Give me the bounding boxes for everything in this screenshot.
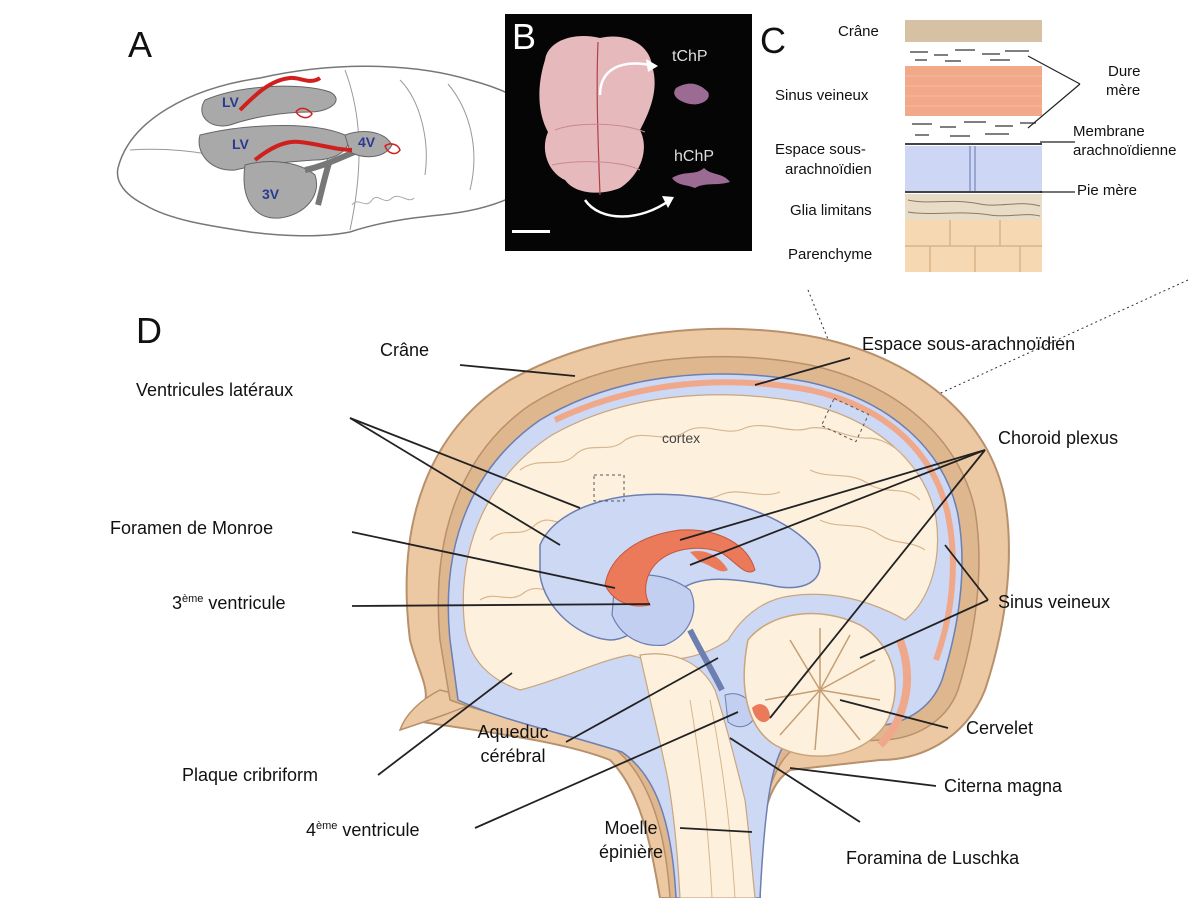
label-c-parenchyme: Parenchyme — [788, 245, 872, 264]
label-d-fourth-text: ventricule — [337, 820, 419, 840]
label-d-aqueduc-line1: Aqueduc — [460, 722, 566, 743]
label-d-moelle-line2: épinière — [586, 842, 676, 863]
panel-letter-a: A — [128, 24, 152, 66]
label-d-foramen-monroe: Foramen de Monroe — [110, 518, 273, 539]
layer-sinus — [905, 66, 1042, 116]
panel-letter-c: C — [760, 20, 786, 62]
label-c-glia: Glia limitans — [790, 201, 872, 220]
label-c-pie: Pie mère — [1077, 181, 1137, 200]
label-c-espace-line1: Espace sous- — [775, 140, 866, 159]
scale-bar — [512, 230, 550, 233]
panel-letter-b: B — [512, 16, 536, 58]
label-d-aqueduc-line2: cérébral — [460, 746, 566, 767]
panel-b-photo — [505, 14, 752, 251]
label-c-crane: Crâne — [838, 22, 879, 41]
layer-crane — [905, 20, 1042, 42]
layer-subarachnoid — [905, 146, 1042, 192]
label-d-choroid: Choroid plexus — [998, 428, 1118, 449]
label-c-dure-line2: mère — [1106, 81, 1140, 100]
label-d-sinus: Sinus veineux — [998, 592, 1110, 613]
label-d-cervelet: Cervelet — [966, 718, 1033, 739]
label-d-crane: Crâne — [380, 340, 429, 361]
label-c-membrane-line1: Membrane — [1073, 122, 1145, 141]
layer-glia — [905, 194, 1042, 220]
label-c-espace-line2: arachnoïdien — [785, 160, 872, 179]
label-d-ventricules: Ventricules latéraux — [136, 380, 293, 401]
panel-d-brain-section — [400, 329, 1009, 898]
label-d-fourth-sup: ème — [316, 820, 337, 832]
label-d-moelle-line1: Moelle — [586, 818, 676, 839]
label-d-cortex: cortex — [662, 430, 700, 446]
layer-dura-lower — [905, 116, 1042, 142]
label-d-fourth-num: 4 — [306, 820, 316, 840]
label-a-lv-lower: LV — [232, 136, 249, 152]
label-b-hchp: hChP — [674, 148, 714, 166]
label-d-third-ventricle: 3ème ventricule — [172, 593, 285, 614]
label-d-luschka: Foramina de Luschka — [846, 848, 1019, 869]
panel-a-brain-sketch — [117, 66, 547, 236]
label-d-third-num: 3 — [172, 593, 182, 613]
label-d-fourth-ventricle: 4ème ventricule — [306, 820, 419, 841]
label-d-third-text: ventricule — [203, 593, 285, 613]
panel-letter-d: D — [136, 310, 162, 352]
label-d-plaque: Plaque cribriform — [182, 765, 318, 786]
label-d-espace: Espace sous-arachnoïdien — [862, 334, 1075, 355]
label-c-membrane-line2: arachnoïdienne — [1073, 141, 1176, 160]
label-a-3v: 3V — [262, 186, 279, 202]
label-d-citerna: Citerna magna — [944, 776, 1062, 797]
panel-c-meninges-layers — [905, 20, 1080, 272]
label-a-lv-upper: LV — [222, 94, 239, 110]
label-a-4v: 4V — [358, 134, 375, 150]
label-d-third-sup: ème — [182, 593, 203, 605]
layer-dura-upper — [905, 44, 1042, 64]
label-b-tchp: tChP — [672, 48, 708, 66]
label-c-sinus: Sinus veineux — [775, 86, 868, 105]
label-c-dure-line1: Dure — [1108, 62, 1141, 81]
